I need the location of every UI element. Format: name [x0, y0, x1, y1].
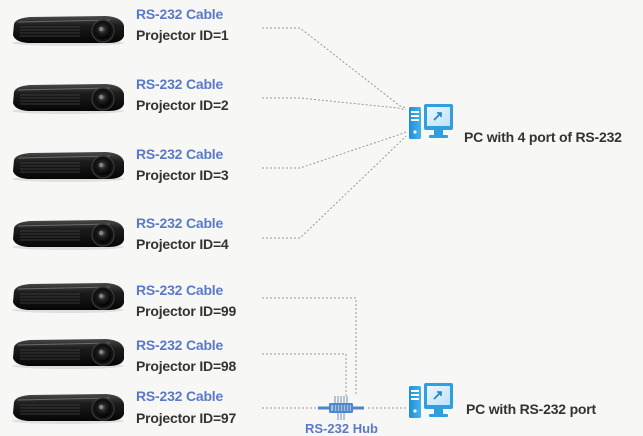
hub-label: RS-232 Hub: [305, 421, 378, 436]
projector-id-label-1: Projector ID=1: [136, 27, 229, 43]
cable-label-98: RS-232 Cable: [136, 337, 224, 353]
cable-line-99: [262, 297, 357, 396]
bottom-cable-lines: [262, 297, 408, 409]
pc-4-port-label: PC with 4 port of RS-232: [464, 129, 622, 145]
projector-icon: [11, 151, 125, 182]
cable-line-98: [262, 353, 347, 396]
pc-rs232-label: PC with RS-232 port: [466, 401, 596, 417]
cable-label-99: RS-232 Cable: [136, 282, 224, 298]
cable-label-4: RS-232 Cable: [136, 215, 224, 231]
cable-line-4: [262, 135, 407, 239]
cable-line-3: [262, 131, 407, 169]
projector-id-label-2: Projector ID=2: [136, 97, 229, 113]
projector-icon: [11, 219, 125, 250]
hub-icon: [316, 395, 366, 421]
cable-label-3: RS-232 Cable: [136, 146, 224, 162]
projector-icon: [11, 83, 125, 114]
projector-icon: [11, 338, 125, 369]
computer-icon: [408, 103, 454, 140]
projector-id-label-4: Projector ID=4: [136, 236, 229, 252]
projector-icon: [11, 15, 125, 46]
computer-icon: [408, 382, 454, 419]
cable-label-97: RS-232 Cable: [136, 388, 224, 404]
projector-id-label-3: Projector ID=3: [136, 167, 229, 183]
cable-line-1: [262, 27, 407, 109]
projector-id-label-98: Projector ID=98: [136, 358, 237, 374]
projector-icon: [11, 282, 125, 313]
projector-id-label-97: Projector ID=97: [136, 410, 237, 426]
cable-line-2: [262, 97, 407, 111]
top-cable-lines: [262, 27, 407, 239]
cable-label-2: RS-232 Cable: [136, 76, 224, 92]
cable-label-1: RS-232 Cable: [136, 6, 224, 22]
projector-id-label-99: Projector ID=99: [136, 303, 237, 319]
projector-icon: [11, 393, 125, 424]
